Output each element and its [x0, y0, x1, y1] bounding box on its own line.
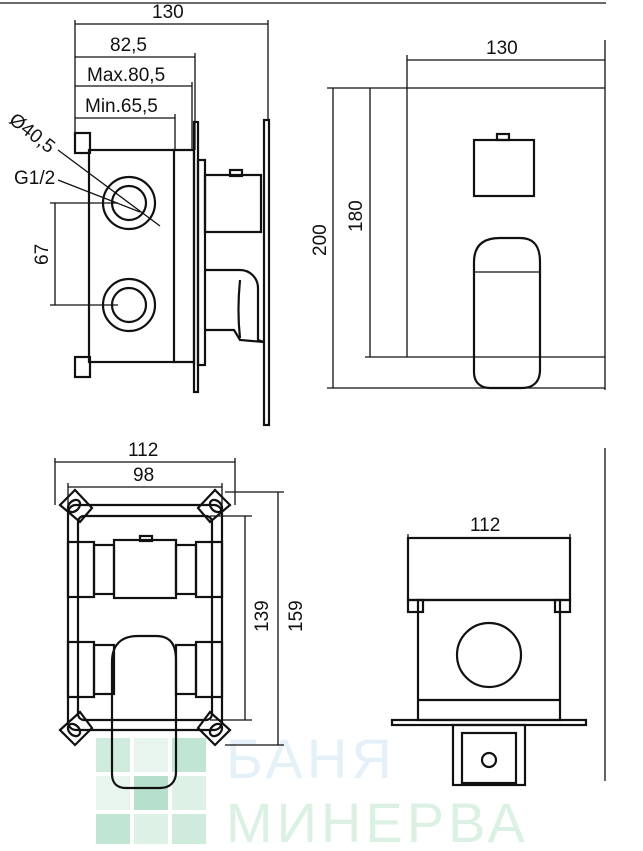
- side-dim-min: Min.65,5: [85, 96, 158, 117]
- box-side-body: [390, 536, 588, 787]
- front-view-plate: [472, 132, 542, 390]
- box-dim-inner-width: 98: [133, 465, 154, 486]
- box-dim-outer-width: 112: [128, 440, 158, 461]
- side-dim-spacing: 67: [32, 244, 53, 265]
- watermark-line1: БАНЯ: [226, 727, 396, 790]
- side-dim-total: 130: [152, 2, 184, 23]
- watermark-line2: МИНЕРВА: [226, 791, 529, 851]
- side-dim-max: Max.80,5: [87, 65, 165, 86]
- side-dim-82-5: 82,5: [110, 35, 147, 56]
- box-side-view: 112: [390, 448, 606, 787]
- side-view-dimension-lines: [50, 20, 269, 306]
- box-dim-inner-height: 139: [252, 600, 273, 632]
- box-front-body: [58, 488, 232, 790]
- box-front-view: 112 98 139 159: [54, 440, 307, 790]
- box-side-dim-width: 112: [470, 515, 500, 536]
- front-dim-inner-height: 180: [346, 200, 367, 232]
- side-dim-diameter: Ø40,5: [5, 109, 59, 157]
- box-side-dimension-lines: [407, 534, 571, 600]
- box-dim-outer-height: 159: [286, 600, 307, 632]
- watermark: БАНЯ МИНЕРВА: [96, 727, 529, 851]
- side-dim-thread: G1/2: [14, 168, 55, 189]
- front-dim-width: 130: [486, 38, 518, 59]
- front-dim-outer-height: 200: [310, 224, 331, 256]
- side-view: 130 82,5 Max.80,5 Min.65,5 Ø40,5 G1/2 67: [5, 2, 271, 427]
- front-view: 130 200 180: [310, 38, 606, 390]
- side-view-body: [73, 118, 271, 427]
- box-front-dimension-lines: [54, 458, 284, 746]
- front-view-dimension-lines: [327, 40, 606, 390]
